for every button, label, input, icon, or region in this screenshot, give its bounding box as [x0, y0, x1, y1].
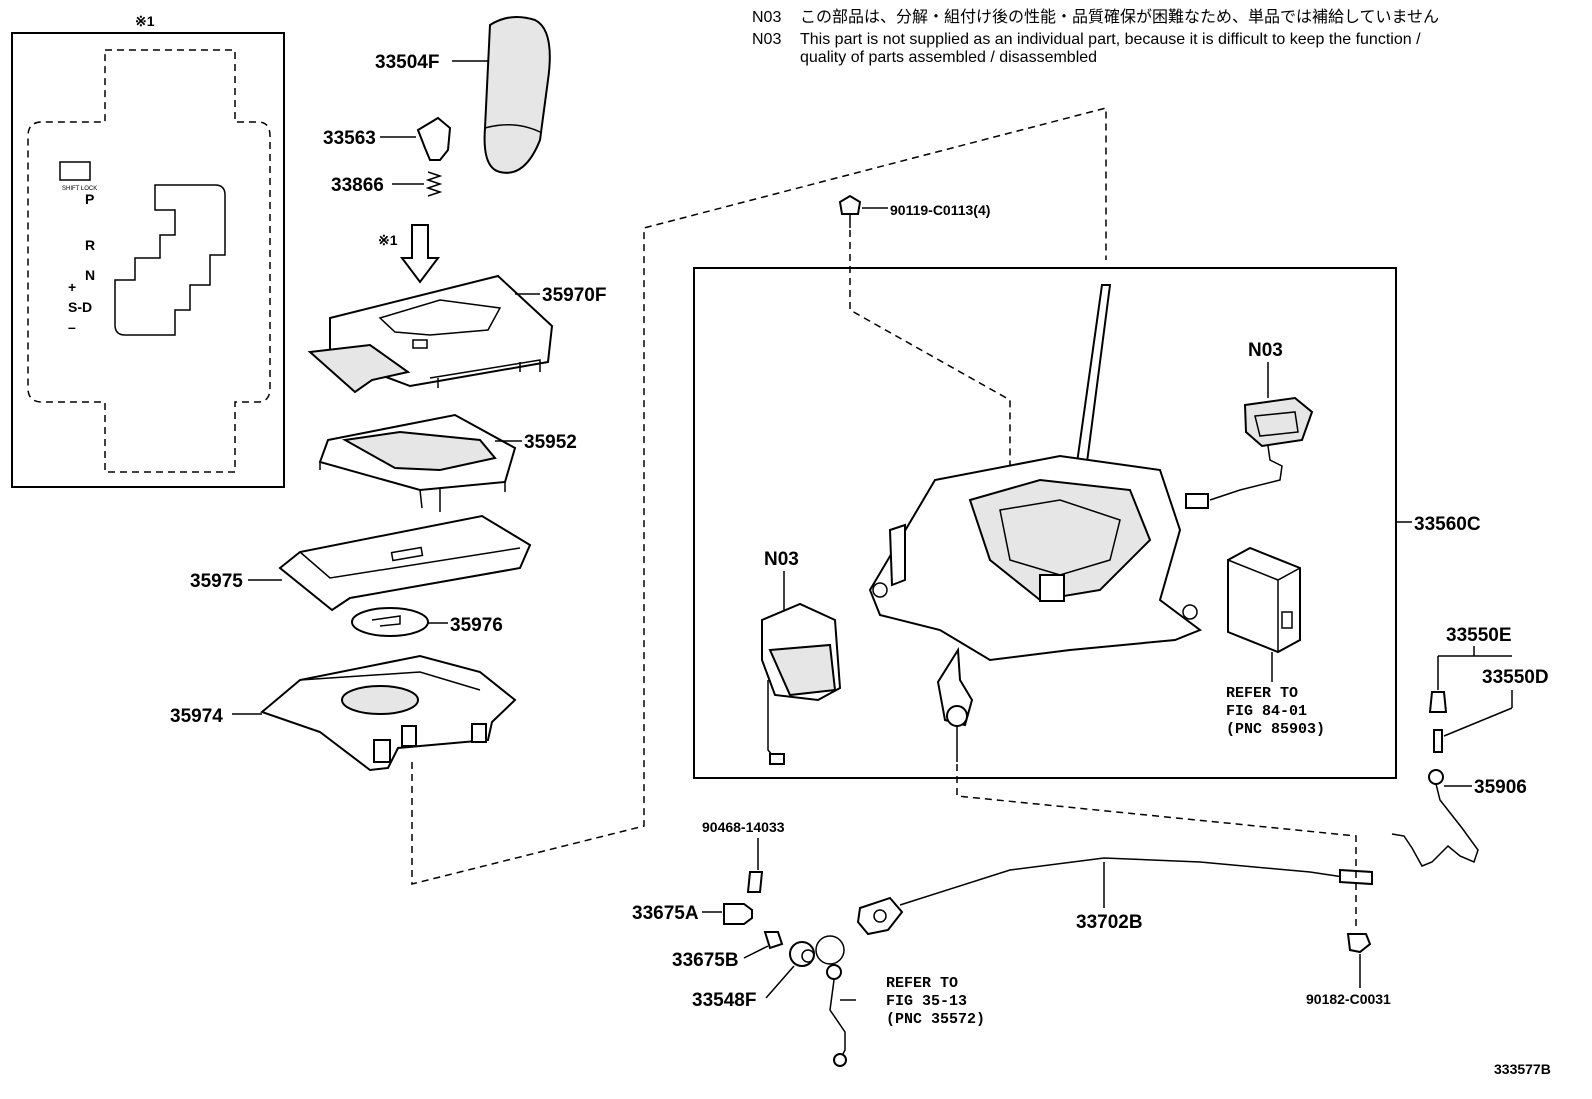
ecu-module: REFER TO FIG 84-01 (PNC 85903): [1226, 546, 1325, 738]
gate-label-minus: –: [68, 319, 76, 335]
shift-lock-button-icon: [59, 161, 91, 181]
header-notes: N03 この部品は、分解・組付け後の性能・品質確保が困難なため、単品では補給して…: [752, 8, 1439, 66]
note-japanese: この部品は、分解・組付け後の性能・品質確保が困難なため、単品では補給していません: [800, 8, 1439, 26]
disc-35976: 35976: [351, 607, 503, 637]
label-33702B: 33702B: [1076, 912, 1143, 933]
note-english-line1: This part is not supplied as an individu…: [800, 31, 1421, 48]
knob-seam: [484, 124, 541, 133]
shifter-assembly-frame: [693, 267, 1397, 779]
slide-cover-35975: 35975: [190, 514, 532, 612]
label-35975: 35975: [190, 571, 243, 592]
lever-arm: [936, 646, 974, 727]
label-90468: 90468-14033: [702, 819, 785, 835]
inset-frame: [11, 32, 285, 488]
label-33550E: 33550E: [1446, 625, 1512, 646]
shift-lever-unit: [868, 284, 1203, 762]
bulb-33550D: [1433, 729, 1443, 753]
ref1-line2: FIG 84-01: [1226, 703, 1307, 720]
assembly-dash-line: [411, 107, 1107, 885]
shift-cable-33702B: 33702B: [815, 764, 1373, 965]
grommet-33548F: 33548F: [692, 941, 815, 1011]
label-33550D: 33550D: [1482, 667, 1549, 688]
label-33563: 33563: [323, 128, 376, 149]
plate-35952: 35952: [318, 413, 577, 512]
label-35906: 35906: [1474, 777, 1527, 798]
note-code-en: N03: [752, 31, 781, 48]
label-33866: 33866: [331, 175, 384, 196]
arrow-marker: ※1: [378, 232, 398, 248]
label-33560C: 33560C: [1414, 514, 1481, 535]
ref1-line3: (PNC 85903): [1226, 721, 1325, 738]
label-33675B: 33675B: [672, 950, 739, 971]
shift-lock-solenoid: N03: [1185, 340, 1314, 509]
label-90182: 90182-C0031: [1306, 991, 1391, 1007]
down-arrow-icon: [400, 224, 440, 284]
label-35976: 35976: [450, 615, 503, 636]
shift-lock-label: SHIFT LOCK: [62, 186, 97, 192]
bulb-33550E: [1428, 691, 1448, 713]
label-35952: 35952: [524, 432, 577, 453]
bushing-33675B: 33675B: [672, 931, 784, 971]
label-33675A: 33675A: [632, 903, 699, 924]
bulb-group: 33550E 33550D: [1428, 625, 1549, 753]
ref2-line3: (PNC 35572): [886, 1011, 985, 1028]
ref1-line1: REFER TO: [1226, 685, 1298, 702]
shift-gate-inset: ※1 SHIFT LOCK P R N + S-D –: [11, 13, 285, 488]
label-n03-top: N03: [1248, 340, 1283, 361]
shift-lever-rod: [1074, 284, 1112, 471]
label-33548F: 33548F: [692, 990, 756, 1011]
gate-label-n: N: [85, 267, 95, 283]
note-code-ja: N03: [752, 9, 781, 26]
figure-id: 333577B: [1494, 1061, 1551, 1077]
gate-label-plus: +: [68, 279, 76, 295]
label-n03-left: N03: [764, 549, 799, 570]
socket-35906: 35906: [1391, 769, 1527, 867]
button-33563: [416, 116, 452, 161]
label-35970F: 35970F: [542, 285, 606, 306]
note-english-line2: quality of parts assembled / disassemble…: [800, 49, 1097, 66]
gate-label-p: P: [85, 191, 94, 207]
label-90119: 90119-C0113(4): [890, 202, 990, 218]
gate-label-sd: S-D: [68, 299, 92, 315]
ref2-line2: FIG 35-13: [886, 993, 967, 1010]
ref2-line1: REFER TO: [886, 975, 958, 992]
linkage-arm: REFER TO FIG 35-13 (PNC 35572): [826, 964, 985, 1067]
position-switch: N03: [761, 549, 842, 765]
pin-33675A: 33675A: [632, 903, 753, 925]
bolt-90119: 90119-C0113(4): [838, 194, 1011, 650]
nut-90182: 90182-C0031: [1306, 933, 1391, 1007]
knob-assembly: 33504F 33563 33866 ※1: [323, 15, 551, 284]
shift-gate-path: [114, 184, 226, 336]
shift-knob-33504F: [483, 15, 551, 174]
indicator-housing-35970F: 35970F: [307, 274, 606, 394]
spring-33866-icon: [425, 171, 443, 197]
gate-label-r: R: [85, 237, 95, 253]
inset-marker: ※1: [135, 13, 155, 29]
clip-90468: 90468-14033: [702, 819, 785, 893]
label-35974: 35974: [170, 706, 223, 727]
label-33504F: 33504F: [375, 52, 439, 73]
gate-plate-outline: [27, 49, 271, 473]
housing-base-35974: 35974: [170, 654, 517, 772]
